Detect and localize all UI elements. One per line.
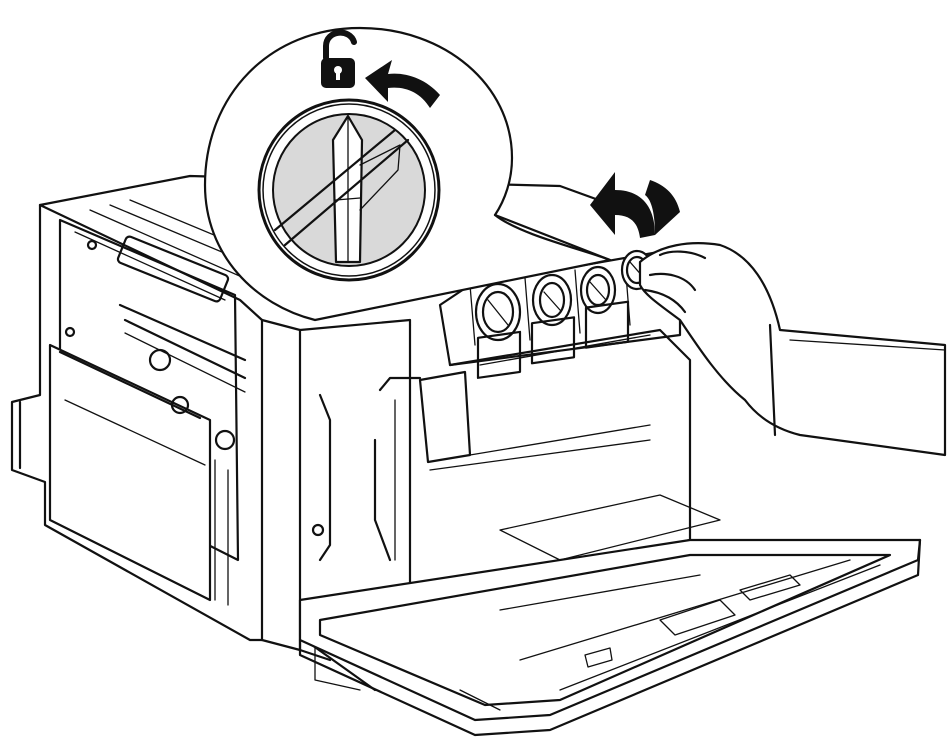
toner-lock-knob[interactable]: [257, 98, 441, 282]
printer-body: [10, 174, 642, 642]
toner-port[interactable]: [474, 282, 522, 342]
toner-port[interactable]: [579, 265, 617, 315]
counterclockwise-arrow-icon: [365, 60, 440, 108]
counterclockwise-arrow-icon: [590, 172, 680, 238]
front-door-open[interactable]: [298, 494, 922, 737]
unlock-padlock-icon: [321, 29, 357, 88]
toner-port[interactable]: [531, 273, 573, 327]
hand: [638, 242, 947, 457]
